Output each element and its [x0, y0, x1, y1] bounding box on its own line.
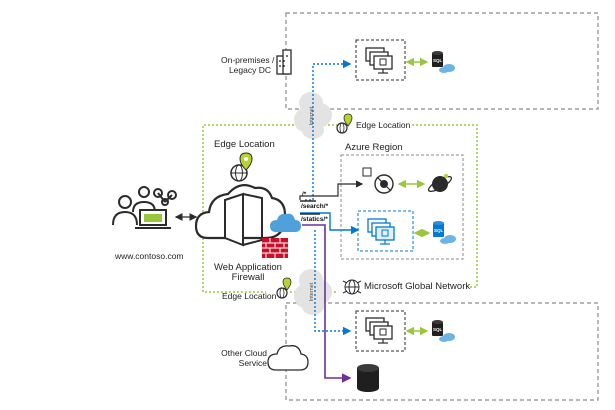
edge-globe-pin-top-icon — [336, 113, 353, 134]
other-cloud-label-line2: Service — [238, 358, 267, 368]
internet-cloud-top — [294, 92, 332, 139]
other-cloud-box — [285, 302, 599, 401]
sql-db-onprem-icon — [432, 51, 455, 73]
edge-globe-pin-icon — [230, 152, 253, 182]
waf-label-line1: Web Application — [214, 262, 282, 273]
edge-location-left-label: Edge Location — [214, 139, 275, 150]
edge-location-top-label: Edge Location — [356, 120, 411, 130]
firewall-icon — [262, 213, 301, 258]
route-search — [299, 180, 364, 200]
internet-top-label: Internet — [309, 106, 315, 126]
global-network-boundary — [202, 124, 346, 293]
other-cloud-label: Other Cloud Service — [217, 348, 267, 368]
route-onprem — [305, 59, 352, 201]
search-service-icon — [362, 167, 394, 194]
sql-onprem-label: SQL — [433, 58, 443, 63]
users-laptop-icon — [112, 186, 177, 229]
other-cloud-icon — [267, 345, 309, 371]
other-cloud-label-line1: Other Cloud — [221, 348, 267, 358]
internet-bottom-label: Internet — [309, 282, 315, 302]
onprem-vm-group-icon — [355, 39, 406, 81]
on-prem-label-line2: Legacy DC — [228, 65, 271, 75]
internet-cloud-bottom — [294, 269, 332, 315]
route-azure-app — [300, 212, 360, 235]
azure-vm-icon — [367, 218, 395, 245]
azure-region-label: Azure Region — [345, 142, 403, 153]
building-icon — [276, 49, 292, 75]
route-statics-label: /statics/* — [301, 216, 328, 223]
front-door-icon — [194, 183, 287, 247]
azure-vm-group — [357, 210, 414, 252]
route-all-label: /* — [302, 191, 307, 198]
sql-azure-label: SQL — [434, 228, 444, 233]
contoso-label: www.contoso.com — [115, 251, 184, 261]
on-prem-box — [285, 12, 599, 110]
other-cloud-vm-group-icon — [355, 310, 406, 352]
global-network-icon — [342, 279, 362, 295]
cosmos-db-icon — [427, 173, 453, 193]
waf-label-line2: Firewall — [231, 272, 265, 283]
route-search-label: /search/* — [301, 203, 329, 210]
edge-location-bottom-label: Edge Location — [222, 291, 277, 301]
sql-other-label: SQL — [433, 327, 443, 332]
route-statics — [302, 224, 352, 383]
azure-region-box — [340, 154, 464, 260]
route-other-cloud — [314, 230, 352, 336]
edge-globe-pin-bottom-icon — [276, 277, 292, 299]
waf-label: Web Application Firewall — [208, 263, 288, 283]
sql-db-other-icon — [432, 320, 455, 342]
on-prem-label-line1: On-premises / — [221, 55, 275, 65]
sql-db-azure-icon — [433, 221, 456, 244]
global-network-label: Microsoft Global Network — [364, 281, 471, 292]
storage-cylinder-icon — [357, 364, 379, 392]
on-prem-label: On-premises / Legacy DC — [221, 55, 275, 75]
